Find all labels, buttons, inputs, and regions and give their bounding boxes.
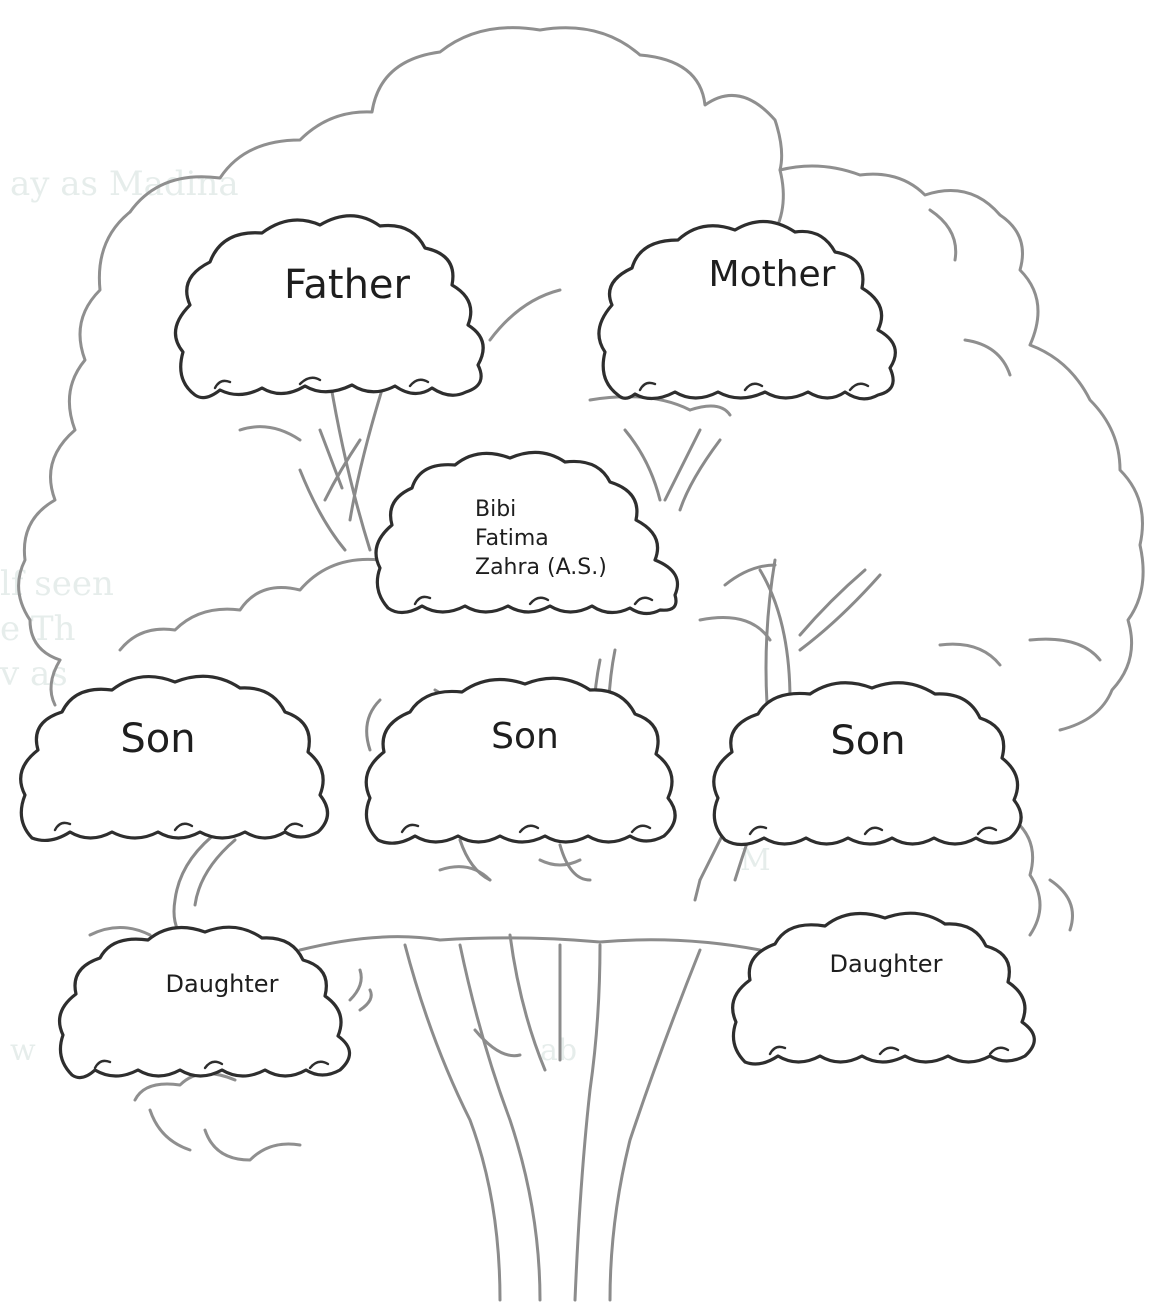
- mother-label: Mother: [709, 254, 836, 295]
- center-label-line-1: Bibi: [475, 497, 516, 522]
- daughter-node-1: Daughter: [58, 925, 352, 1080]
- svg-text:w: w: [10, 1033, 36, 1068]
- son-3-label: Son: [830, 718, 905, 764]
- svg-text:v as: v as: [0, 654, 68, 694]
- father-node: Father: [173, 214, 485, 400]
- center-label-line-2: Fatima: [475, 526, 549, 551]
- svg-text:lf seen: lf seen: [0, 564, 114, 604]
- center-label-line-3: Zahra (A.S.): [475, 555, 607, 580]
- daughter-2-label: Daughter: [830, 950, 943, 978]
- svg-text:ay as Madina: ay as Madina: [10, 164, 239, 204]
- son-1-label: Son: [120, 716, 195, 762]
- daughter-node-2: Daughter: [731, 911, 1036, 1066]
- tree-canopy: [17, 26, 1145, 1162]
- daughter-1-label: Daughter: [166, 970, 279, 998]
- mother-node: Mother: [597, 219, 897, 401]
- son-node-3: Son: [712, 681, 1023, 847]
- tree-trunk: [298, 933, 762, 1302]
- son-node-1: Son: [19, 674, 330, 843]
- svg-text:e Th: e Th: [0, 609, 76, 649]
- center-node: Bibi Fatima Zahra (A.S.): [374, 450, 680, 616]
- son-2-label: Son: [491, 716, 559, 757]
- son-node-2: Son: [364, 676, 677, 845]
- father-label: Father: [284, 262, 410, 308]
